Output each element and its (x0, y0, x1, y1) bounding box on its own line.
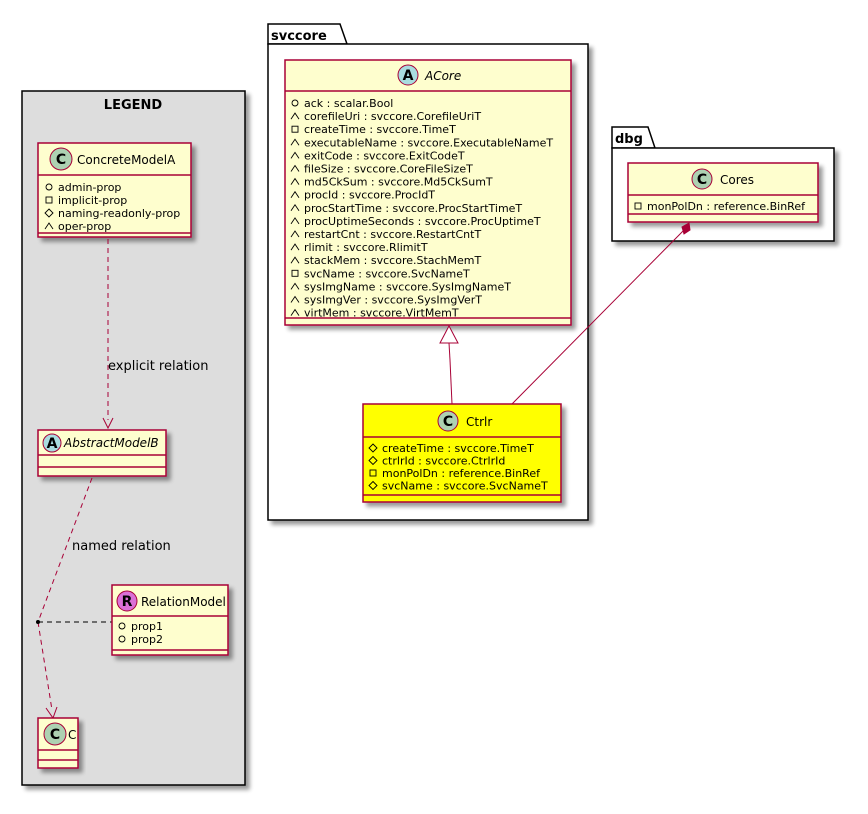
visibility-package-icon (290, 256, 300, 264)
c-stereotype-letter: C (50, 727, 60, 743)
class-attribute: ack : scalar.Bool (304, 97, 393, 110)
visibility-package-icon (290, 230, 300, 238)
svccore-package-label: svccore (271, 29, 327, 44)
visibility-package-icon (290, 164, 300, 172)
cores-stereotype-letter: C (697, 172, 707, 188)
class-attribute: sysImgVer : svccore.SysImgVerT (304, 294, 482, 307)
visibility-package-icon (290, 203, 300, 212)
class-attribute: virtMem : svccore.VirtMemT (304, 307, 459, 320)
association-point (36, 620, 40, 624)
acore-stereotype-letter: A (403, 68, 414, 84)
visibility-package-icon (290, 308, 300, 316)
explicit-relation: explicit relation (102, 239, 208, 430)
class-name: ConcreteModelA (77, 153, 176, 167)
acore-stereotype-icon (397, 64, 419, 86)
visibility-protected-icon (368, 455, 378, 466)
explicit-relation-label: explicit relation (108, 359, 208, 374)
class-concrete-model-a: C ConcreteModelA admin-propimplicit-prop… (37, 142, 192, 238)
visibility-package-icon (290, 138, 300, 146)
visibility-package-icon (290, 282, 300, 290)
class-attribute: svcName : svccore.SvcNameT (304, 267, 470, 280)
class-attribute: admin-prop (58, 181, 121, 194)
class-attribute: corefileUri : svccore.CorefileUriT (304, 110, 481, 123)
class-ctrlr: C Ctrlr createTime : svccore.TimeTctrlrI… (362, 403, 562, 503)
visibility-private-icon (291, 125, 299, 133)
visibility-package-icon (290, 295, 300, 303)
class-attribute: createTime : svccore.TimeT (304, 123, 456, 136)
class-attribute: stackMem : svccore.StachMemT (304, 254, 482, 267)
visibility-public-icon (291, 99, 299, 107)
class-c: C C (37, 717, 79, 769)
cores-attribute-list: monPolDn : reference.BinRef (634, 200, 806, 213)
inheritance-relation (439, 324, 459, 405)
abstract-class-name: AbstractModelB (63, 436, 159, 450)
visibility-package-icon (290, 190, 300, 198)
visibility-package-icon (290, 243, 300, 251)
class-attribute: fileSize : svccore.CoreFileSizeT (304, 163, 473, 176)
named-relation-label: named relation (72, 539, 171, 554)
visibility-private-icon (45, 196, 53, 204)
visibility-private-icon (369, 469, 377, 477)
class-attribute: ctrlrId : svccore.CtrlrId (382, 455, 505, 468)
ctrlr-stereotype-letter: C (443, 414, 453, 430)
legend-title: LEGEND (104, 98, 163, 113)
class-stereotype-letter: C (56, 152, 66, 168)
class-attribute: sysImgName : svccore.SysImgNameT (304, 280, 511, 293)
class-cores: C Cores monPolDn : reference.BinRef (627, 162, 819, 223)
class-abstract-model-b: A AbstractModelB (37, 429, 167, 477)
class-attribute: prop2 (131, 633, 163, 646)
class-attribute: restartCnt : svccore.RestartCntT (304, 228, 481, 241)
class-attribute: md5CkSum : svccore.Md5CkSumT (304, 176, 493, 189)
relation-stereotype-letter: R (122, 594, 133, 610)
class-attribute: monPolDn : reference.BinRef (647, 200, 806, 213)
abstract-stereotype-letter: A (47, 436, 58, 452)
acore-class-name: ACore (424, 69, 461, 83)
visibility-public-icon (45, 183, 53, 191)
class-attribute: createTime : svccore.TimeT (382, 442, 534, 455)
visibility-protected-icon (44, 208, 54, 218)
composition-relation (511, 222, 691, 405)
visibility-package-icon (290, 217, 300, 225)
visibility-public-icon (118, 635, 126, 643)
visibility-private-icon (634, 202, 642, 210)
relation-stereotype-icon (116, 590, 138, 612)
abstract-stereotype-icon (42, 433, 62, 453)
ctrlr-stereotype-icon (437, 410, 459, 432)
class-attribute: procId : svccore.ProcIdT (304, 189, 435, 202)
relation-class-name: RelationModel (141, 595, 226, 609)
class-attribute: monPolDn : reference.BinRef (382, 467, 541, 480)
class-attribute: executableName : svccore.ExecutableNameT (304, 136, 553, 149)
class-attribute: prop1 (131, 620, 163, 633)
visibility-package-icon (290, 151, 300, 159)
class-attribute: exitCode : svccore.ExitCodeT (304, 149, 465, 162)
class-attribute: oper-prop (58, 220, 111, 233)
class-attribute: procUptimeSeconds : svccore.ProcUptimeT (304, 215, 541, 228)
class-attribute-list: admin-propimplicit-propnaming-readonly-p… (44, 181, 180, 233)
class-attribute: svcName : svccore.SvcNameT (382, 480, 548, 493)
class-attribute: implicit-prop (58, 194, 127, 207)
class-attribute: rlimit : svccore.RlimitT (304, 241, 428, 254)
class-attribute: naming-readonly-prop (58, 207, 180, 220)
dbg-package-label: dbg (615, 132, 643, 147)
cores-stereotype-icon (691, 168, 713, 190)
cores-class-name: Cores (720, 173, 754, 187)
c-class-name: C (68, 728, 76, 742)
visibility-protected-icon (368, 480, 378, 491)
visibility-package-icon (290, 112, 300, 120)
visibility-package-icon (44, 222, 54, 230)
ctrlr-class-name: Ctrlr (466, 415, 492, 429)
c-stereotype-icon (43, 722, 67, 746)
class-stereotype-icon (49, 147, 73, 171)
visibility-private-icon (291, 269, 299, 277)
visibility-protected-icon (368, 443, 378, 453)
visibility-public-icon (118, 622, 126, 630)
class-attribute: procStartTime : svccore.ProcStartTimeT (304, 202, 522, 215)
visibility-package-icon (290, 177, 300, 185)
